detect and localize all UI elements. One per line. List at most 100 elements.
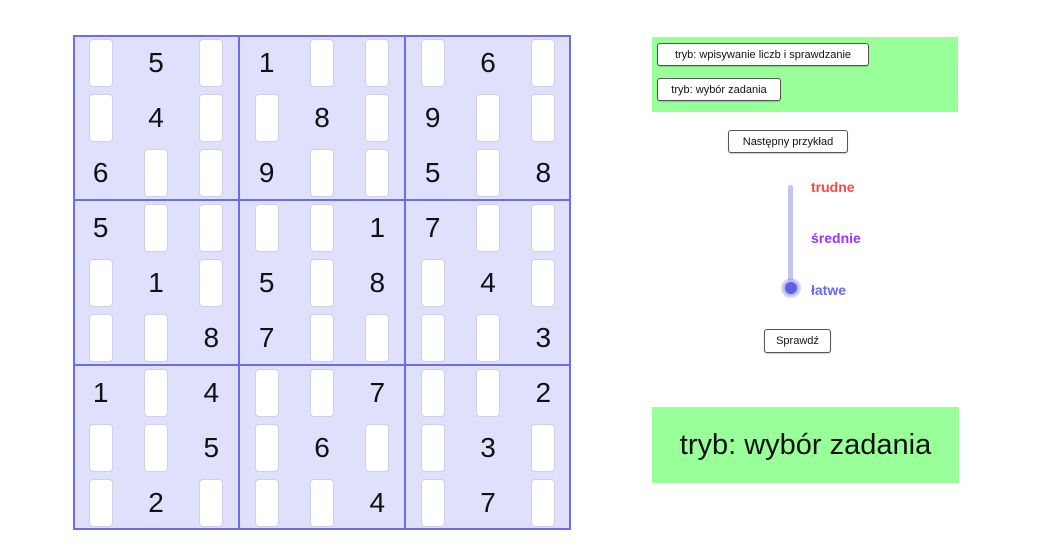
- sudoku-cell[interactable]: [294, 200, 349, 255]
- sudoku-cell[interactable]: [128, 420, 183, 475]
- sudoku-cell[interactable]: [405, 255, 460, 310]
- digit-input[interactable]: [309, 478, 334, 527]
- sudoku-cell[interactable]: [128, 200, 183, 255]
- digit-input[interactable]: [420, 478, 445, 527]
- digit-input[interactable]: [365, 38, 390, 87]
- sudoku-cell[interactable]: [128, 145, 183, 200]
- sudoku-cell[interactable]: [405, 365, 460, 420]
- sudoku-cell[interactable]: [184, 475, 239, 530]
- digit-input[interactable]: [88, 478, 113, 527]
- sudoku-cell[interactable]: [239, 200, 294, 255]
- digit-input[interactable]: [475, 313, 500, 362]
- sudoku-cell[interactable]: [350, 420, 405, 475]
- digit-input[interactable]: [309, 368, 334, 417]
- sudoku-cell[interactable]: [516, 35, 571, 90]
- sudoku-cell[interactable]: [73, 420, 128, 475]
- digit-input[interactable]: [531, 478, 556, 527]
- digit-input[interactable]: [143, 368, 168, 417]
- digit-input[interactable]: [420, 368, 445, 417]
- digit-input[interactable]: [531, 93, 556, 142]
- digit-input[interactable]: [88, 423, 113, 472]
- check-button[interactable]: Sprawdź: [764, 329, 831, 353]
- sudoku-cell[interactable]: [294, 310, 349, 365]
- digit-input[interactable]: [199, 478, 224, 527]
- digit-input[interactable]: [199, 258, 224, 307]
- difficulty-slider-handle[interactable]: [783, 280, 799, 296]
- sudoku-cell[interactable]: [516, 255, 571, 310]
- difficulty-slider-track[interactable]: [788, 185, 793, 290]
- sudoku-cell[interactable]: [516, 200, 571, 255]
- sudoku-cell[interactable]: [350, 90, 405, 145]
- sudoku-cell[interactable]: [350, 35, 405, 90]
- sudoku-cell[interactable]: [73, 90, 128, 145]
- digit-input[interactable]: [365, 313, 390, 362]
- digit-input[interactable]: [199, 93, 224, 142]
- sudoku-cell[interactable]: [460, 145, 515, 200]
- sudoku-cell[interactable]: [516, 90, 571, 145]
- digit-input[interactable]: [531, 38, 556, 87]
- digit-input[interactable]: [309, 38, 334, 87]
- sudoku-cell[interactable]: [184, 145, 239, 200]
- digit-input[interactable]: [420, 423, 445, 472]
- digit-input[interactable]: [143, 203, 168, 252]
- sudoku-cell[interactable]: [405, 420, 460, 475]
- digit-input[interactable]: [475, 368, 500, 417]
- sudoku-cell[interactable]: [73, 35, 128, 90]
- sudoku-cell[interactable]: [239, 90, 294, 145]
- sudoku-cell[interactable]: [460, 90, 515, 145]
- digit-input[interactable]: [365, 423, 390, 472]
- sudoku-cell[interactable]: [73, 475, 128, 530]
- digit-input[interactable]: [420, 313, 445, 362]
- digit-input[interactable]: [309, 148, 334, 197]
- sudoku-cell[interactable]: [294, 365, 349, 420]
- digit-input[interactable]: [309, 313, 334, 362]
- sudoku-cell[interactable]: [239, 420, 294, 475]
- sudoku-cell[interactable]: [184, 35, 239, 90]
- sudoku-cell[interactable]: [294, 145, 349, 200]
- digit-input[interactable]: [88, 313, 113, 362]
- digit-input[interactable]: [475, 93, 500, 142]
- sudoku-cell[interactable]: [350, 145, 405, 200]
- sudoku-cell[interactable]: [184, 200, 239, 255]
- sudoku-cell[interactable]: [460, 310, 515, 365]
- digit-input[interactable]: [199, 203, 224, 252]
- digit-input[interactable]: [420, 258, 445, 307]
- digit-input[interactable]: [531, 423, 556, 472]
- digit-input[interactable]: [143, 313, 168, 362]
- next-example-button[interactable]: Następny przykład: [728, 130, 848, 153]
- digit-input[interactable]: [143, 423, 168, 472]
- sudoku-cell[interactable]: [350, 310, 405, 365]
- digit-input[interactable]: [475, 148, 500, 197]
- sudoku-cell[interactable]: [405, 310, 460, 365]
- digit-input[interactable]: [88, 93, 113, 142]
- digit-input[interactable]: [254, 368, 279, 417]
- digit-input[interactable]: [199, 148, 224, 197]
- digit-input[interactable]: [475, 203, 500, 252]
- digit-input[interactable]: [531, 203, 556, 252]
- sudoku-cell[interactable]: [294, 475, 349, 530]
- digit-input[interactable]: [254, 423, 279, 472]
- digit-input[interactable]: [88, 258, 113, 307]
- sudoku-cell[interactable]: [294, 255, 349, 310]
- sudoku-cell[interactable]: [128, 310, 183, 365]
- digit-input[interactable]: [199, 38, 224, 87]
- mode-entry-check-button[interactable]: tryb: wpisywanie liczb i sprawdzanie: [657, 43, 869, 66]
- sudoku-cell[interactable]: [294, 35, 349, 90]
- sudoku-cell[interactable]: [184, 90, 239, 145]
- sudoku-cell[interactable]: [73, 310, 128, 365]
- digit-input[interactable]: [254, 203, 279, 252]
- sudoku-cell[interactable]: [516, 475, 571, 530]
- digit-input[interactable]: [309, 258, 334, 307]
- sudoku-cell[interactable]: [128, 365, 183, 420]
- digit-input[interactable]: [365, 148, 390, 197]
- digit-input[interactable]: [254, 93, 279, 142]
- sudoku-cell[interactable]: [460, 200, 515, 255]
- sudoku-cell[interactable]: [460, 365, 515, 420]
- digit-input[interactable]: [88, 38, 113, 87]
- sudoku-cell[interactable]: [405, 35, 460, 90]
- digit-input[interactable]: [365, 93, 390, 142]
- sudoku-cell[interactable]: [184, 255, 239, 310]
- sudoku-cell[interactable]: [239, 475, 294, 530]
- mode-select-task-button[interactable]: tryb: wybór zadania: [657, 78, 781, 101]
- sudoku-cell[interactable]: [73, 255, 128, 310]
